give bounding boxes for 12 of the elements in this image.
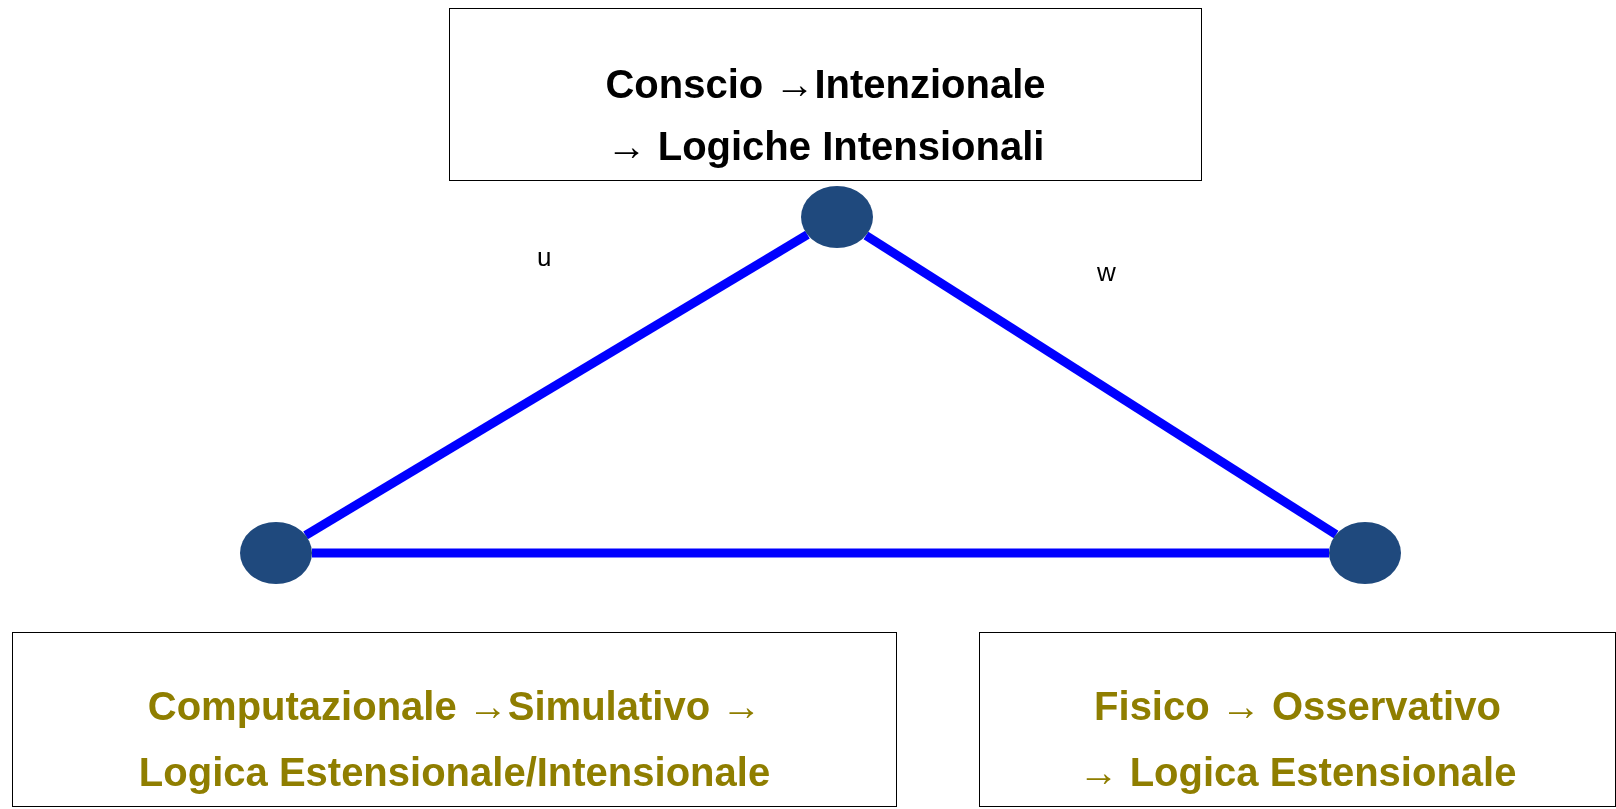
node-dot	[1329, 522, 1401, 584]
text-box	[12, 632, 897, 807]
box-text: Computazionale →Simulativo → Logica Estensionale/Intensionale	[137, 683, 772, 796]
text-box	[979, 632, 1616, 807]
connector-line	[312, 548, 1329, 558]
connector-line	[863, 231, 1339, 539]
box-text: Fisico → Osservativo → Logica Estensionale	[1077, 683, 1518, 796]
node-dot	[801, 186, 873, 248]
box-text: Conscio →Intenzionale → Logiche Intensionali	[604, 61, 1047, 170]
node-dot	[240, 522, 312, 584]
connector-line	[303, 230, 810, 540]
text-box	[449, 8, 1202, 181]
